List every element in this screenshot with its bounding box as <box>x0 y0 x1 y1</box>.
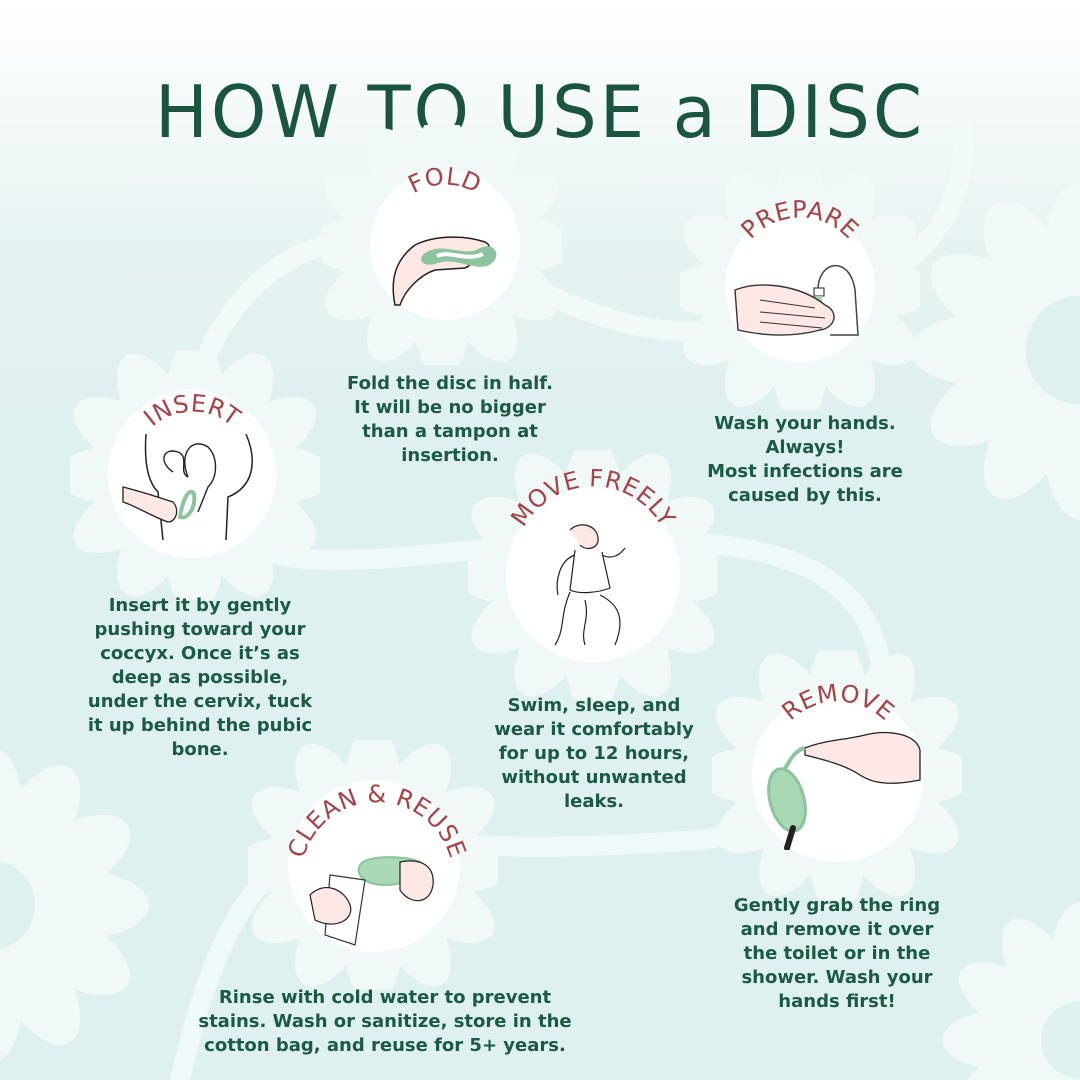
step-label: CLEAN & REUSE <box>282 780 471 861</box>
step-description: Gently grab the ring and remove it over … <box>733 895 941 1012</box>
svg-text:FOLD: FOLD <box>404 162 486 199</box>
page-title: HOW TO USE a DISC <box>154 70 926 155</box>
hand-removing-disc-icon <box>767 732 921 850</box>
svg-text:REMOVE: REMOVE <box>777 679 900 726</box>
hands-disc-cotton-bag-icon <box>309 856 434 946</box>
step-description: Rinse with cold water to prevent stains.… <box>198 987 572 1056</box>
hands-washing-under-faucet-icon <box>734 264 859 336</box>
woman-running-icon <box>554 524 626 646</box>
step-label: PREPARE <box>736 196 864 245</box>
step-description: Swim, sleep, and wear it comfortably for… <box>494 695 694 812</box>
hand-folding-disc-icon <box>392 236 497 306</box>
step-label: INSERT <box>138 389 245 432</box>
step-description: Fold the disc in half. It will be no big… <box>347 373 553 466</box>
step-circle <box>108 390 276 558</box>
step-description: Insert it by gently pushing toward your … <box>87 595 313 760</box>
svg-text:INSERT: INSERT <box>138 389 245 432</box>
svg-text:PREPARE: PREPARE <box>736 196 865 245</box>
step-label: FOLD <box>404 162 486 199</box>
step-description: Wash your hands. Always! Most infections… <box>707 413 903 506</box>
inserting-disc-anatomy-icon <box>122 433 253 541</box>
step-label: REMOVE <box>777 679 900 726</box>
